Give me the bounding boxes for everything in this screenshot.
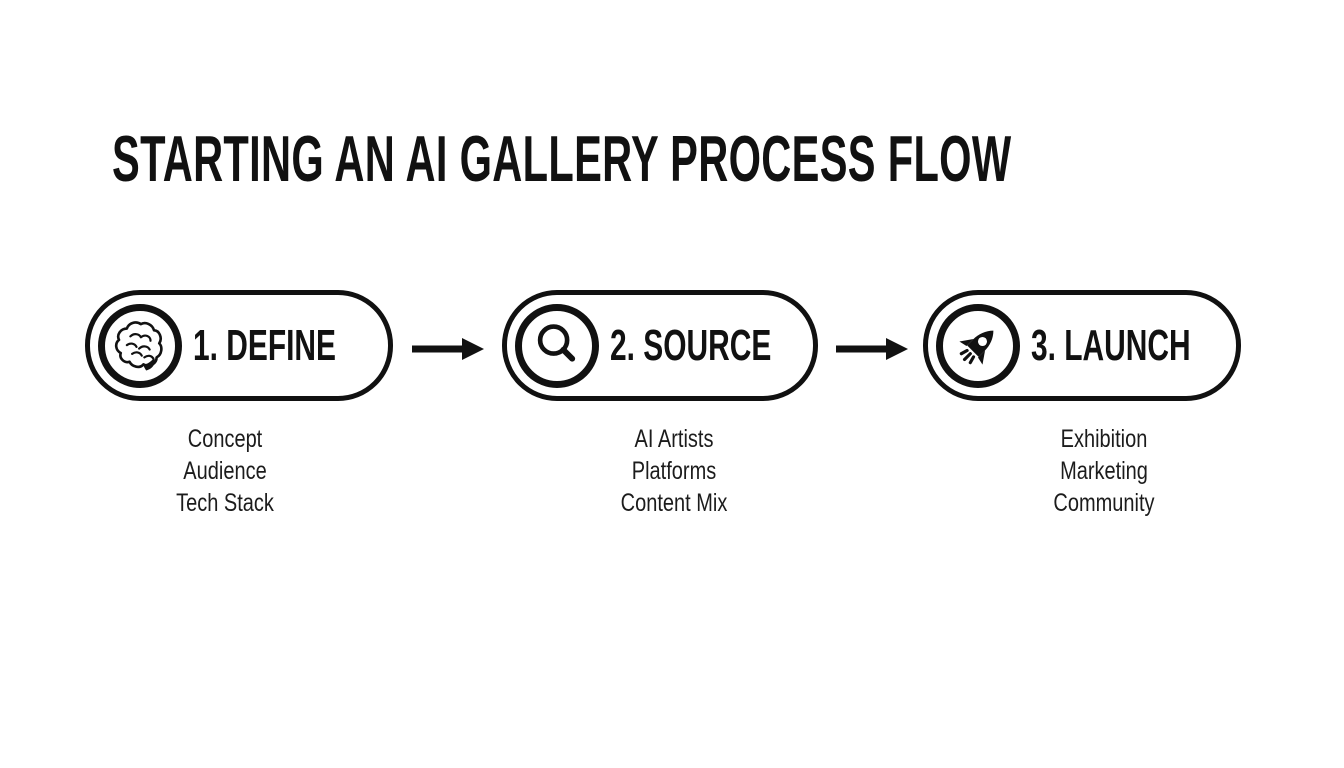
detail-item: Community bbox=[1053, 489, 1155, 517]
rocket-icon bbox=[936, 303, 1020, 388]
step-launch-details: Exhibition Marketing Community bbox=[984, 423, 1224, 519]
detail-item: Concept bbox=[187, 425, 263, 453]
detail-item: AI Artists bbox=[634, 425, 714, 453]
brain-icon bbox=[98, 303, 182, 388]
step-launch-label: 3. LAUNCH bbox=[1031, 320, 1191, 370]
step-source-box: 2. SOURCE bbox=[502, 290, 818, 401]
detail-item: Exhibition bbox=[1060, 425, 1148, 453]
step-define-box: 1. DEFINE bbox=[85, 290, 393, 401]
step-define-label: 1. DEFINE bbox=[193, 320, 336, 370]
detail-item: Marketing bbox=[1060, 457, 1148, 485]
step-source-details: AI Artists Platforms Content Mix bbox=[554, 423, 794, 519]
step-source-label: 2. SOURCE bbox=[610, 320, 772, 370]
detail-item: Platforms bbox=[631, 457, 717, 485]
page-title: STARTING AN AI GALLERY PROCESS FLOW bbox=[112, 126, 1344, 191]
detail-item: Tech Stack bbox=[176, 489, 274, 517]
flow-arrow-icon bbox=[836, 338, 908, 360]
search-icon bbox=[515, 303, 599, 388]
page-title-text: STARTING AN AI GALLERY PROCESS FLOW bbox=[112, 122, 1012, 195]
flow-arrow-icon bbox=[412, 338, 484, 360]
detail-item: Content Mix bbox=[620, 489, 728, 517]
step-define-details: Concept Audience Tech Stack bbox=[105, 423, 345, 519]
detail-item: Audience bbox=[183, 457, 267, 485]
step-launch-box: 3. LAUNCH bbox=[923, 290, 1241, 401]
